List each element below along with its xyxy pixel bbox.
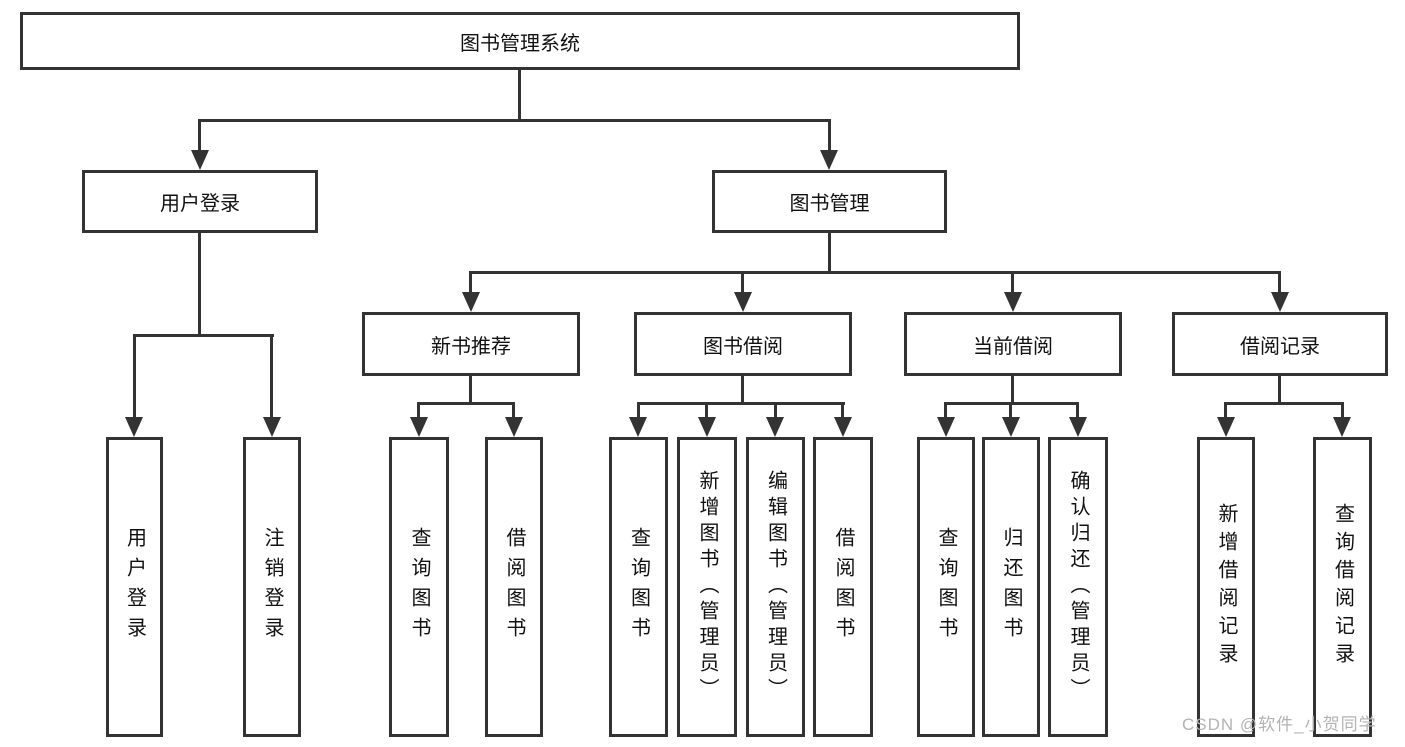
node-root-library-system: 图书管理系统 <box>20 12 1020 70</box>
node-new-book-recommend: 新书推荐 <box>362 312 580 376</box>
leaf-borrow-borrow-books-label: 借阅图书 <box>832 527 854 647</box>
arrow-down-icon <box>698 417 716 437</box>
arrow-down-icon <box>1002 417 1020 437</box>
arrow-down-icon <box>191 150 209 170</box>
edge-user-login-branch <box>133 334 274 337</box>
edge-current-leaf3-shaft <box>1076 402 1079 419</box>
leaf-newbook-borrow-books: 借阅图书 <box>485 437 543 737</box>
arrow-down-icon <box>1217 417 1235 437</box>
node-user-login: 用户登录 <box>82 170 318 233</box>
edge-borrow-branch <box>637 402 845 405</box>
leaf-newbook-borrow-books-label: 借阅图书 <box>503 527 525 647</box>
edge-to-leaf-user-login-shaft <box>133 334 136 419</box>
leaf-current-query-books-label: 查询图书 <box>935 527 957 647</box>
arrow-down-icon <box>462 292 480 312</box>
arrow-down-icon <box>629 417 647 437</box>
arrow-down-icon <box>125 417 143 437</box>
edge-to-new-book-shaft <box>469 271 472 295</box>
leaf-current-return-books-label: 归还图书 <box>1000 527 1022 647</box>
arrow-down-icon <box>410 417 428 437</box>
edge-root-to-book-mgmt-shaft <box>828 119 831 152</box>
leaf-records-add-record-label: 新增借阅记录 <box>1215 503 1237 671</box>
edge-borrow-leaf4-shaft <box>841 402 844 419</box>
edge-current-leaf2-shaft <box>1009 402 1012 419</box>
edge-newbook-leaf2-shaft <box>512 402 515 419</box>
leaf-borrow-add-books-admin: 新增图书（管理员） <box>677 437 737 737</box>
edge-newbook-branch <box>417 402 515 405</box>
arrow-down-icon <box>1004 292 1022 312</box>
node-book-borrow: 图书借阅 <box>634 312 852 376</box>
leaf-records-query-record: 查询借阅记录 <box>1313 437 1372 737</box>
edge-records-stem <box>1278 376 1281 405</box>
leaf-borrow-query-books-label: 查询图书 <box>627 527 650 647</box>
edge-root-branch <box>198 119 831 122</box>
edge-records-branch <box>1224 402 1343 405</box>
edge-book-mgmt-branch <box>471 271 1281 274</box>
leaf-borrow-query-books: 查询图书 <box>609 437 668 737</box>
edge-book-mgmt-stem <box>828 233 831 274</box>
edge-current-stem <box>1011 376 1014 405</box>
arrow-down-icon <box>937 417 955 437</box>
edge-to-leaf-logout-shaft <box>270 334 273 419</box>
arrow-down-icon <box>1069 417 1087 437</box>
csdn-watermark: CSDN @软件_小贺同学 <box>1182 715 1377 734</box>
node-borrow-records: 借阅记录 <box>1172 312 1388 376</box>
edge-borrow-leaf3-shaft <box>774 402 777 419</box>
leaf-current-query-books: 查询图书 <box>917 437 975 737</box>
arrow-down-icon <box>766 417 784 437</box>
leaf-user-login: 用户登录 <box>106 437 163 737</box>
leaf-current-confirm-return-admin-label: 确认归还（管理员） <box>1067 470 1089 704</box>
leaf-current-return-books: 归还图书 <box>982 437 1040 737</box>
arrow-down-icon <box>1271 292 1289 312</box>
leaf-logout-label: 注销登录 <box>261 527 283 647</box>
leaf-borrow-add-books-admin-label: 新增图书（管理员） <box>696 470 718 704</box>
arrow-down-icon <box>505 417 523 437</box>
leaf-records-add-record: 新增借阅记录 <box>1197 437 1255 737</box>
arrow-down-icon <box>834 417 852 437</box>
edge-root-stem <box>518 70 521 120</box>
edge-borrow-leaf2-shaft <box>705 402 708 419</box>
edge-current-leaf1-shaft <box>944 402 947 419</box>
leaf-user-login-label: 用户登录 <box>123 527 146 647</box>
edge-user-login-stem <box>198 233 201 337</box>
arrow-down-icon <box>263 417 281 437</box>
leaf-borrow-borrow-books: 借阅图书 <box>813 437 873 737</box>
leaf-borrow-edit-books-admin-label: 编辑图书（管理员） <box>764 470 787 704</box>
leaf-newbook-query-books-label: 查询图书 <box>408 527 430 647</box>
edge-root-to-user-login-shaft <box>198 119 201 152</box>
edge-to-borrow-records-shaft <box>1278 271 1281 295</box>
arrow-down-icon <box>820 150 838 170</box>
leaf-current-confirm-return-admin: 确认归还（管理员） <box>1048 437 1108 737</box>
leaf-logout: 注销登录 <box>243 437 301 737</box>
edge-records-leaf2-shaft <box>1341 402 1344 419</box>
arrow-down-icon <box>1333 417 1351 437</box>
leaf-records-query-record-label: 查询借阅记录 <box>1331 503 1354 671</box>
edge-records-leaf1-shaft <box>1224 402 1227 419</box>
leaf-borrow-edit-books-admin: 编辑图书（管理员） <box>746 437 805 737</box>
edge-borrow-stem <box>741 376 744 405</box>
edge-borrow-leaf1-shaft <box>637 402 640 419</box>
edge-newbook-leaf1-shaft <box>417 402 420 419</box>
node-book-management: 图书管理 <box>712 170 947 233</box>
edge-to-book-borrow-shaft <box>741 271 744 295</box>
node-current-borrow: 当前借阅 <box>904 312 1122 376</box>
leaf-newbook-query-books: 查询图书 <box>389 437 449 737</box>
arrow-down-icon <box>734 292 752 312</box>
edge-to-current-borrow-shaft <box>1011 271 1014 295</box>
edge-newbook-stem <box>469 376 472 405</box>
